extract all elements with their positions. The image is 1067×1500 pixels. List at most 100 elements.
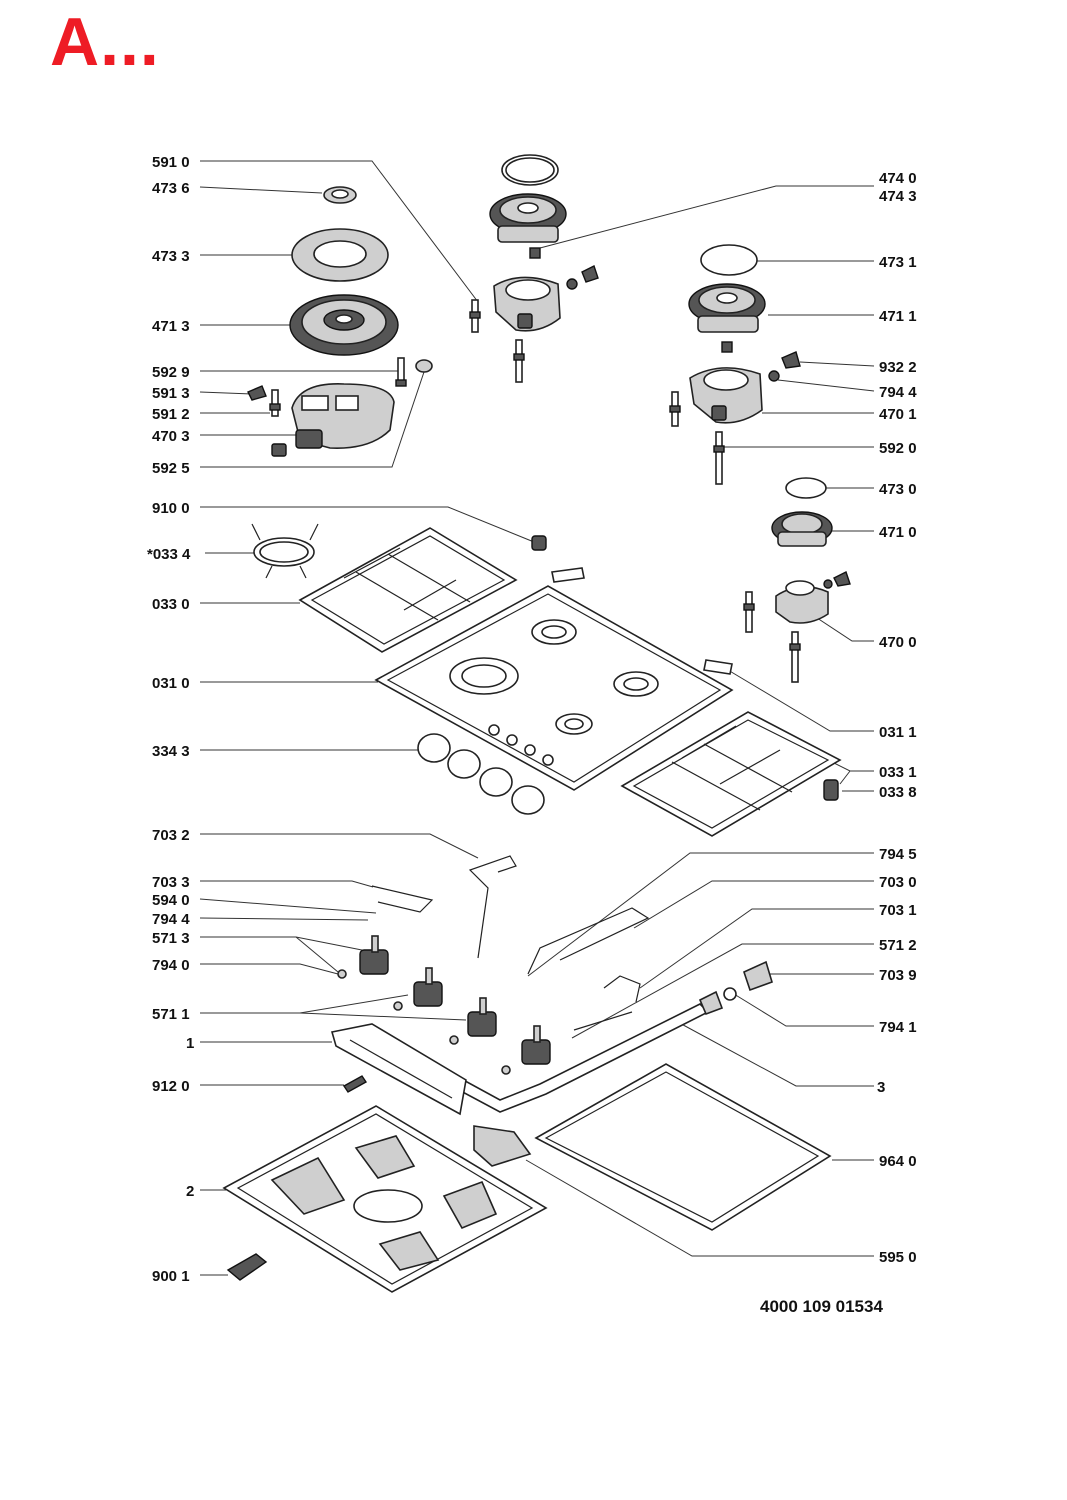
burner-base-center <box>493 276 561 332</box>
inlet-elbow-703-9 <box>698 960 773 1016</box>
gas-pipe-703-2 <box>468 855 517 959</box>
callout-900-1: 900 1 <box>152 1268 190 1285</box>
thermocouple-592-9 <box>395 357 407 387</box>
burner-cap-473-0 <box>785 477 827 499</box>
callout-703-9: 703 9 <box>879 967 917 984</box>
gas-pipe-703-1 <box>603 975 641 1003</box>
callout-932-2: 932 2 <box>879 359 917 376</box>
callout-473-6: 473 6 <box>152 180 190 197</box>
callout-794-0: 794 0 <box>152 957 190 974</box>
thermocouple-right-small <box>743 591 801 683</box>
callout-592-9: 592 9 <box>152 364 190 381</box>
callout-473-3: 473 3 <box>152 248 190 265</box>
fitting-center <box>566 265 599 290</box>
callout-591-0: 591 0 <box>152 154 190 171</box>
clamp-900-1 <box>226 1253 268 1281</box>
foot-033-8 <box>823 779 839 801</box>
electrode-591-3 <box>247 385 267 401</box>
gas-taps-571 <box>359 935 551 1065</box>
burner-cap-474-0 <box>501 154 559 186</box>
callout-912-0: 912 0 <box>152 1078 190 1095</box>
thermocouple-center <box>469 299 525 383</box>
seal-794-4 <box>768 370 780 382</box>
callout-794-5: 794 5 <box>879 846 917 863</box>
callout-031-0: 031 0 <box>152 675 190 692</box>
gas-pipe-703-3 <box>371 885 434 913</box>
burner-crown-471-1 <box>688 283 766 333</box>
pan-support-right-033-1 <box>620 711 842 837</box>
callout-571-1: 571 1 <box>152 1006 190 1023</box>
callout-571-2: 571 2 <box>879 937 917 954</box>
electrode-591-2 <box>269 389 281 417</box>
spring-clip-592-5 <box>415 359 433 373</box>
callout-2: 2 <box>186 1183 194 1200</box>
callout-703-0: 703 0 <box>879 874 917 891</box>
callout-473-1: 473 1 <box>879 254 917 271</box>
elbow-932-2 <box>781 351 801 369</box>
rubber-foot-left <box>551 567 585 583</box>
callout-571-3: 571 3 <box>152 930 190 947</box>
callout-703-3: 703 3 <box>152 874 190 891</box>
burner-crown-474-3 <box>489 193 567 243</box>
callout-1: 1 <box>186 1035 194 1052</box>
callout-474-0: 474 0 <box>879 170 917 187</box>
injector-right <box>721 341 733 353</box>
ignition-module-595-0 <box>473 1125 532 1167</box>
base-tray-2 <box>222 1105 548 1293</box>
page-title: A... <box>50 4 160 80</box>
callout-794-4-right: 794 4 <box>879 384 917 401</box>
callout-473-0: 473 0 <box>879 481 917 498</box>
callout-703-2: 703 2 <box>152 827 190 844</box>
front-panel-1 <box>330 1023 467 1116</box>
callout-471-0: 471 0 <box>879 524 917 541</box>
burner-base-large-470-3 <box>271 383 395 457</box>
callout-910-0: 910 0 <box>152 500 190 517</box>
seal-gasket-964-0 <box>534 1063 832 1231</box>
burner-base-470-1 <box>689 367 763 424</box>
seals-794-0 <box>337 969 511 1075</box>
callout-591-2: 591 2 <box>152 406 190 423</box>
callout-591-3: 591 3 <box>152 385 190 402</box>
callout-334-3: 334 3 <box>152 743 190 760</box>
document-number: 4000 109 01534 <box>760 1297 883 1316</box>
right-callouts: 474 0 474 3 473 1 471 1 932 2 794 4 470 … <box>877 170 917 1266</box>
callout-470-0: 470 0 <box>879 634 917 651</box>
injector-center <box>529 247 541 259</box>
burner-cap-473-1 <box>700 244 758 276</box>
callout-964-0: 964 0 <box>879 1153 917 1170</box>
burner-base-470-0 <box>775 571 851 624</box>
pan-support-left-033-0 <box>298 527 518 653</box>
callout-471-1: 471 1 <box>879 308 917 325</box>
burner-cap-small-473-6 <box>323 186 357 204</box>
knob-910-0 <box>531 535 547 551</box>
callout-595-0: 595 0 <box>879 1249 917 1266</box>
gas-pipe-703-0 <box>573 1011 633 1031</box>
hob-top-031-0 <box>374 585 734 791</box>
callout-794-4-left: 794 4 <box>152 911 190 928</box>
gas-pipe-794-5 <box>527 907 650 975</box>
callout-470-3: 470 3 <box>152 428 190 445</box>
callout-031-1: 031 1 <box>879 724 917 741</box>
left-callouts: 591 0 473 6 473 3 471 3 592 9 591 3 591 … <box>147 154 194 1285</box>
thermocouple-592-0 <box>669 391 725 485</box>
callout-033-8: 033 8 <box>879 784 917 801</box>
burner-crown-large-471-3 <box>289 294 399 356</box>
control-knobs-334-3 <box>417 733 545 815</box>
callout-474-3: 474 3 <box>879 188 917 205</box>
callout-594-0: 594 0 <box>152 892 190 909</box>
callout-3: 3 <box>877 1079 885 1096</box>
callout-592-0: 592 0 <box>879 440 917 457</box>
callout-470-1: 470 1 <box>879 406 917 423</box>
burner-crown-471-0 <box>771 511 833 547</box>
callout-471-3: 471 3 <box>152 318 190 335</box>
callout-033-1: 033 1 <box>879 764 917 781</box>
callout-794-1: 794 1 <box>879 1019 917 1036</box>
wok-ring-033-4 <box>251 523 319 579</box>
callout-592-5: 592 5 <box>152 460 190 477</box>
screw-912-0 <box>342 1075 368 1093</box>
callout-033-4: *033 4 <box>147 546 191 563</box>
rubber-foot-right-031-1 <box>703 659 733 675</box>
burner-cap-large-473-3 <box>291 228 389 282</box>
callout-703-1: 703 1 <box>879 902 917 919</box>
